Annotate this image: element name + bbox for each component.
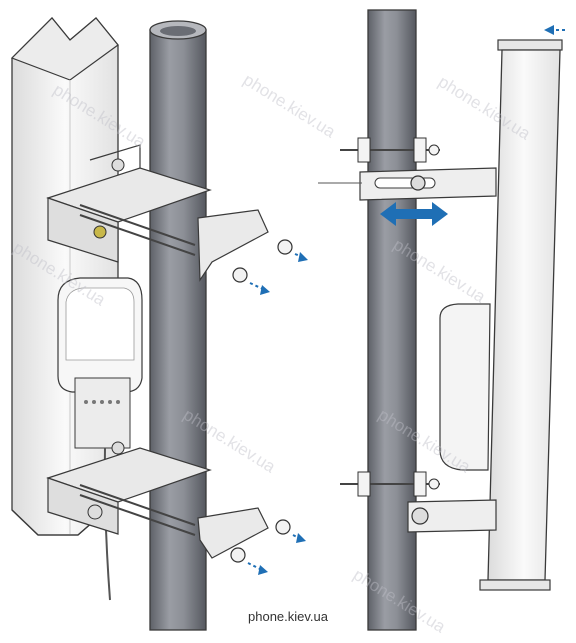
sector-antenna-left [10,17,119,536]
radio-unit-ports [84,400,120,404]
sector-antenna-right [439,39,563,591]
mast-pole-left [149,20,207,631]
upper-bracket-right [318,137,497,201]
lower-bracket-right [340,471,497,533]
left-assembly [10,17,308,631]
radio-unit [57,277,143,601]
upper-bracket-left [46,144,269,282]
right-assembly [318,9,566,631]
upper-nuts-left [232,239,308,295]
lower-nuts-left [230,519,306,575]
slide-adjust-arrow [380,202,448,226]
hint-arrow-top-right [544,25,566,35]
lower-bracket-left [46,441,269,559]
caption: phone.kiev.ua [248,609,328,624]
mast-pole-right [367,9,417,631]
